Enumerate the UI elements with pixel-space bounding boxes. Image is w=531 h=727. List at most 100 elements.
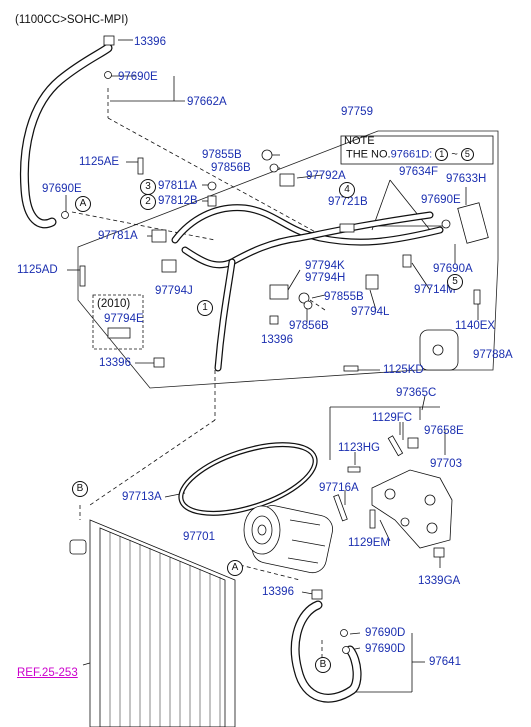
note-range-start: 1 <box>435 148 449 161</box>
oring-d1 <box>340 629 348 637</box>
ref-link-25-253[interactable]: REF.25-253 <box>17 667 78 679</box>
part-1125ae[interactable]: 1125AE <box>79 156 120 168</box>
part-97794j[interactable]: 97794J <box>155 285 193 297</box>
part-97633h[interactable]: 97633H <box>446 173 487 185</box>
part-13396-bot[interactable]: 13396 <box>262 586 294 598</box>
part-97365c[interactable]: 97365C <box>396 387 437 399</box>
bracket-97781a <box>151 229 167 243</box>
part-97690e-top[interactable]: 97690E <box>118 71 158 83</box>
clamp-97792a <box>279 173 295 187</box>
bolt-1140ex <box>473 289 481 305</box>
part-97794k[interactable]: 97794K <box>305 260 345 272</box>
part-97662a[interactable]: 97662A <box>187 96 227 108</box>
nut-1339ga <box>433 547 445 558</box>
marker-1: 1 <box>197 300 213 316</box>
year-label: (2010) <box>97 298 131 310</box>
part-97714m[interactable]: 97714M <box>414 284 456 296</box>
bolt-1123hg <box>347 466 361 473</box>
part-97759[interactable]: 97759 <box>341 106 373 118</box>
part-1125kd[interactable]: 1125KD <box>383 364 424 376</box>
part-97792a[interactable]: 97792A <box>306 170 346 182</box>
bracket-97633h <box>457 202 489 244</box>
washer-97658e <box>407 437 419 449</box>
nut-13396-bot <box>311 589 323 600</box>
valve-97812b <box>207 195 217 207</box>
note-range-sep: ~ <box>451 148 458 161</box>
nut-13396-mid <box>269 315 279 325</box>
note-prefix: THE NO. <box>346 148 391 161</box>
note-range-end: 5 <box>460 148 474 161</box>
bolt-97714m <box>402 254 412 268</box>
cap-97811a <box>207 181 217 191</box>
clamp-97794l <box>365 274 379 290</box>
nut-13396-left <box>153 357 165 368</box>
part-1125ad[interactable]: 1125AD <box>17 264 58 276</box>
part-97713a[interactable]: 97713A <box>122 491 162 503</box>
marker-a-bot: A <box>227 560 243 576</box>
part-97794l[interactable]: 97794L <box>351 306 390 318</box>
part-97703[interactable]: 97703 <box>430 458 462 470</box>
switch-97721b <box>339 223 355 233</box>
part-97812b[interactable]: 97812B <box>158 195 198 207</box>
part-97855b-a[interactable]: 97855B <box>202 149 242 161</box>
marker-5: 5 <box>447 274 463 290</box>
part-97641[interactable]: 97641 <box>429 656 461 668</box>
part-13396-top[interactable]: 13396 <box>134 36 166 48</box>
clip-97794e <box>107 327 131 339</box>
part-97811a[interactable]: 97811A <box>158 180 197 192</box>
bracket-97794k <box>269 284 289 300</box>
note-ref[interactable]: 97661D: <box>390 148 433 161</box>
part-97716a[interactable]: 97716A <box>319 482 359 494</box>
part-97721b[interactable]: 97721B <box>328 196 368 208</box>
compressor-bracket <box>371 469 453 549</box>
part-97856b-b[interactable]: 97856B <box>289 320 329 332</box>
part-1129fc[interactable]: 1129FC <box>372 412 413 424</box>
note-text: THE NO.97661D: 1 ~ 5 <box>346 148 474 161</box>
part-97701[interactable]: 97701 <box>183 531 215 543</box>
part-97690d-a[interactable]: 97690D <box>365 627 406 639</box>
bolt-1129fc <box>387 435 404 457</box>
cap-97856b-b <box>303 300 313 310</box>
part-97856b-a[interactable]: 97856B <box>211 162 251 174</box>
part-97690d-b[interactable]: 97690D <box>365 643 406 655</box>
oring-right <box>441 219 451 229</box>
bolt-1125ae <box>137 157 144 175</box>
part-1129em[interactable]: 1129EM <box>348 537 390 549</box>
note-box <box>340 135 494 165</box>
bracket-97794j <box>161 259 177 273</box>
oring-d2 <box>342 646 350 654</box>
compressor <box>243 505 333 574</box>
part-97781a[interactable]: 97781A <box>98 230 138 242</box>
part-13396-left[interactable]: 13396 <box>99 357 131 369</box>
part-97690e-right[interactable]: 97690E <box>421 194 461 206</box>
part-97658e[interactable]: 97658E <box>424 425 464 437</box>
part-13396-mid[interactable]: 13396 <box>261 334 293 346</box>
bolt-1125kd <box>343 365 359 372</box>
panel-outline <box>77 130 499 389</box>
bolt-97716a <box>333 494 348 522</box>
cap-97855b <box>261 149 273 161</box>
year-box <box>92 294 144 350</box>
part-97690e-left[interactable]: 97690E <box>42 183 82 195</box>
part-97634f[interactable]: 97634F <box>399 166 439 178</box>
part-97690a[interactable]: 97690A <box>433 263 473 275</box>
oring-left <box>61 211 69 219</box>
cap-97855b-b <box>298 292 310 304</box>
part-97788a[interactable]: 97788A <box>473 349 513 361</box>
marker-b-mid: B <box>72 481 88 497</box>
part-1140ex[interactable]: 1140EX <box>455 320 496 332</box>
marker-2: 2 <box>140 194 156 210</box>
part-1123hg[interactable]: 1123HG <box>338 442 380 454</box>
condenser <box>69 519 236 727</box>
bolt-1129em <box>369 509 376 529</box>
marker-a-top: A <box>75 196 91 212</box>
part-97794h[interactable]: 97794H <box>305 272 346 284</box>
part-97855b-b[interactable]: 97855B <box>324 291 364 303</box>
part-1339ga[interactable]: 1339GA <box>418 575 461 587</box>
marker-3: 3 <box>140 179 156 195</box>
part-97794e[interactable]: 97794E <box>104 313 144 325</box>
oring-top <box>104 71 112 79</box>
cap-97856b <box>269 163 279 173</box>
